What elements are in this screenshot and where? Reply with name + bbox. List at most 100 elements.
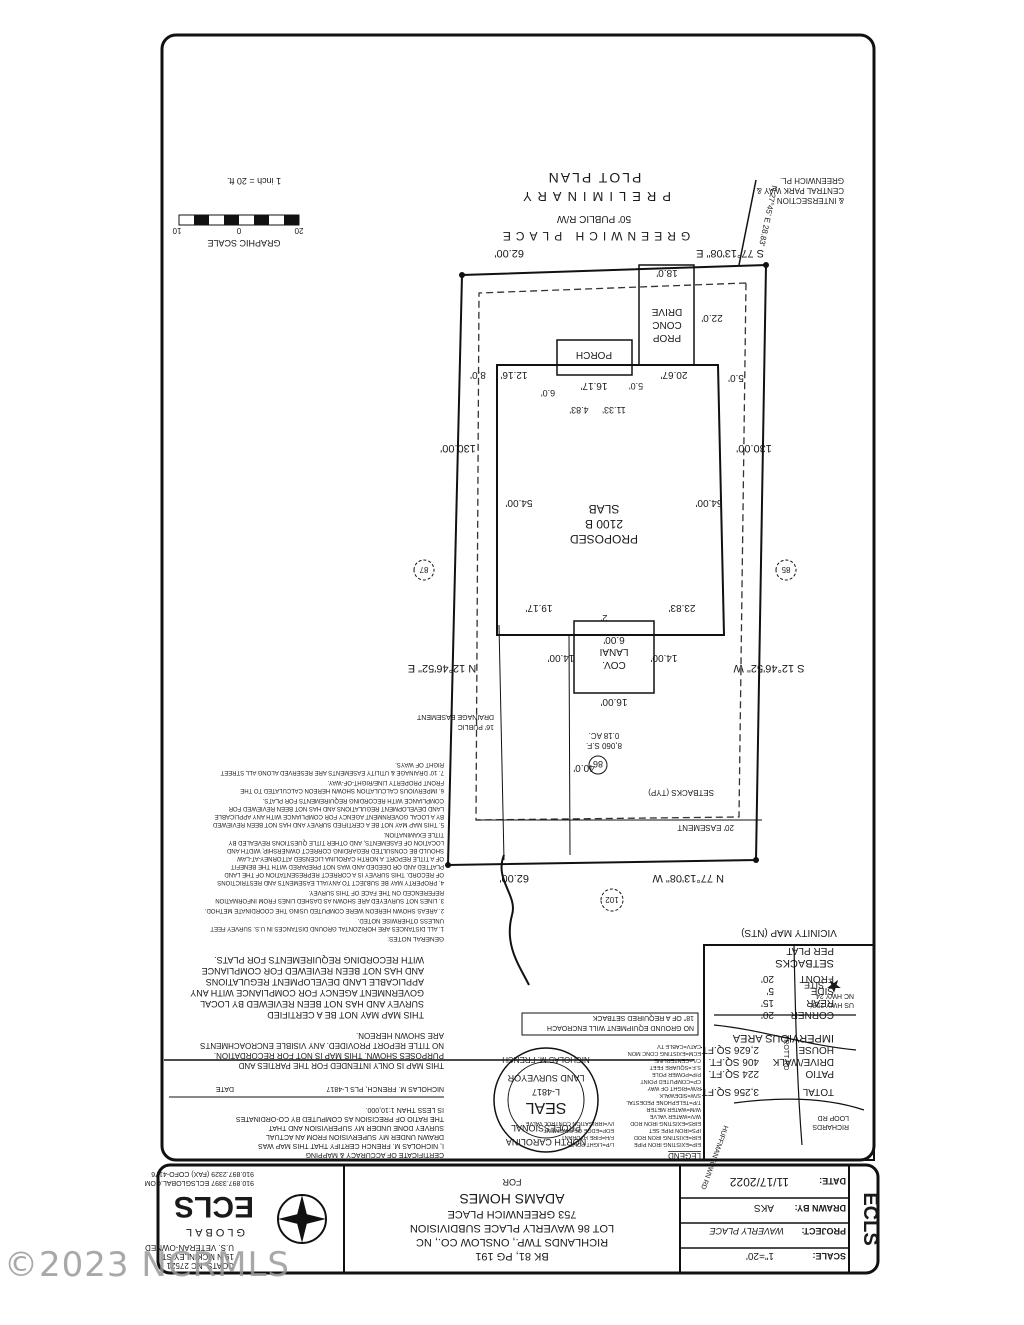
date-label: DATE: xyxy=(819,1176,846,1186)
scale-tick-b: 0 xyxy=(236,226,241,235)
disclaimer-2: PURPOSES SHOWN. THIS MAP IS NOT FOR RECO… xyxy=(214,1051,444,1060)
surveyor-signature-line: NICHOLAS M. FRENCH, PLS L-4817 xyxy=(326,1085,444,1092)
dim-5a: 5.0' xyxy=(728,372,744,383)
cert-title: CERTIFICATE OF ACCURACY & MAPPING xyxy=(306,1151,444,1158)
lot-number: 86 xyxy=(593,759,603,769)
seal-line-1: NORTH CAROLINA xyxy=(506,1137,586,1147)
disclaimer-3: NO TITLE REPORT PROVIDED. ANY VISIBLE EN… xyxy=(200,1041,444,1050)
cert-line-1: I, NICHOLAS M. FRENCH CERTIFY THAT THIS … xyxy=(258,1142,444,1149)
lot-description: LOT 86 WAVERLY PLACE SUBDIVISION xyxy=(410,1222,614,1234)
vicinity-road-5: LOOP RD xyxy=(818,1114,849,1121)
legend-item: CATV=CABLE TV xyxy=(657,1043,701,1049)
plan-title-2: PLOT PLAN xyxy=(547,170,642,186)
drainage-1: 16' PUBLIC xyxy=(458,723,494,730)
cert-line-2: DRAWN UNDER MY SUPERVISION FROM AN ACTUA… xyxy=(266,1133,444,1140)
seal-line-3: SEAL xyxy=(525,1099,566,1116)
legend-item: R/W=RIGHT OF WAY xyxy=(647,1085,701,1091)
dim-1133: 11.33' xyxy=(602,405,626,415)
legend-item: I/V=IRRIGATION CONTROL VALVE xyxy=(525,1120,614,1126)
setback-row-front: FRONT xyxy=(800,973,834,984)
legend-item: EOP=EDGE OF PAVEMENT xyxy=(543,1127,614,1133)
disclaimer-6: SURVEY AND HAS NOT BEEN REVIEWED BY LOCA… xyxy=(200,999,424,1009)
drive-label-2: CONC xyxy=(652,319,681,330)
for-label: FOR xyxy=(502,1177,521,1187)
dim-18: 18.0' xyxy=(656,267,677,278)
setbacks-typ: SETBACKS (TYP) xyxy=(648,788,714,797)
imp-patio: PATIO xyxy=(805,1068,834,1079)
seal-line-2: PROFESSIONAL xyxy=(511,1123,581,1133)
seal-line-4: L-4817 xyxy=(532,1087,560,1097)
dim-2383: 23.83' xyxy=(668,602,695,613)
house-label-3: SLAB xyxy=(589,502,620,516)
note-line: 5. THIS MAP MAY NOT BE A CERTIFIED SURVE… xyxy=(212,821,444,827)
mls-watermark: ©2023 NCRMLS xyxy=(4,1245,290,1285)
impervious-table: IMPERVIOUS AREA HOUSE 2,626 SQ.FT. DRIVE… xyxy=(700,1032,834,1097)
note-line: BY A LOCAL GOVERNMENT AGENCY FOR COMPLIA… xyxy=(215,813,444,819)
setback-val-side: 5' xyxy=(766,985,774,996)
graphic-scale-title: GRAPHIC SCALE xyxy=(207,238,280,248)
lot-plan: 86 85 87 102 8,060 S.F. 0.18 AC. PROPOSE… xyxy=(164,170,844,1061)
legend-item: W/M=WATER METER xyxy=(646,1106,701,1112)
intersection-2: CENTRAL PARK WAY & xyxy=(756,186,844,195)
surveyor-signature xyxy=(500,854,530,986)
easement-20: 20' EASEMENT xyxy=(677,823,734,832)
legend-item: F/H=FIRE HYDRANT xyxy=(561,1134,614,1140)
imp-drive: DRIVE/WALK xyxy=(772,1056,834,1067)
legend-item: S/W=SIDEWALK xyxy=(659,1092,701,1098)
setback-row-side: SIDE xyxy=(810,985,834,996)
house-label-1: PROPOSED xyxy=(570,532,638,546)
vicinity-road-4: RICHARDS xyxy=(812,1123,849,1130)
company-logo: ECLS GLOBAL xyxy=(174,1190,327,1244)
setback-note-1: NO GROUND EQUIPMENT WILL ENCROACH xyxy=(547,1024,694,1031)
driveway-outline xyxy=(638,264,695,366)
general-notes: GENERAL NOTES: 1. ALL DISTANCES ARE HORI… xyxy=(205,761,444,942)
scale-value: 1"=20' xyxy=(746,1250,774,1261)
company-sub: GLOBAL xyxy=(183,1226,245,1238)
dim-1216: 12.16' xyxy=(500,369,527,380)
surveyor-certificate: CERTIFICATE OF ACCURACY & MAPPING I, NIC… xyxy=(169,955,444,1158)
legend: LEGEND EIP=EXISTING IRON PIPE EIR=EXISTI… xyxy=(525,1043,701,1160)
plan-title-1: PRELIMINARY xyxy=(517,189,671,204)
cert-line-4: THE RATIO OF PRECISION AS COMPUTED BY CO… xyxy=(236,1115,444,1122)
house-footprint xyxy=(496,364,726,636)
vicinity-road-3: TROTT RD xyxy=(782,1035,789,1070)
legend-item: EIP=EXISTING IRON PIPE xyxy=(634,1141,701,1147)
dim-22: 22.0' xyxy=(701,312,722,323)
dim-6b: 6.00' xyxy=(603,634,624,645)
note-line: OF RECORD. THIS SURVEY IS A CORRECT REPR… xyxy=(224,871,444,877)
drive-label-1: PROP xyxy=(653,332,682,343)
drawn-value: AKS xyxy=(754,1202,774,1213)
house-depth-right: 54.00' xyxy=(505,497,532,508)
intersection-1: & INTERSECTION xyxy=(777,196,844,205)
imp-total-val: 3,256 SQ.FT. xyxy=(700,1086,759,1097)
legend-title: LEGEND xyxy=(668,1151,701,1160)
note-line: FRONT PROPERTY LINE/RIGHT-OF-WAY. xyxy=(327,779,444,785)
lanai-outline xyxy=(573,620,655,694)
vicinity-road-2: NC HWY 24 xyxy=(816,992,854,999)
disclaimer-10: WITH RECORDING REQUIREMENTS FOR PLATS. xyxy=(214,955,424,965)
note-line: REFERENCED ON THE FACE OF THIS SURVEY. xyxy=(308,889,444,895)
imp-house-val: 2,626 SQ.FT. xyxy=(700,1044,759,1055)
legend-item: C/L=CENTERLINE xyxy=(654,1057,701,1063)
note-line: 1. ALL DISTANCES ARE HORIZONTAL GROUND D… xyxy=(210,925,444,931)
dim-40: 40.0' xyxy=(573,762,594,773)
company-line-2: 19 N MCKINLEY ST xyxy=(162,1252,234,1261)
porch-outline xyxy=(556,339,633,376)
house-depth-left: 54.00' xyxy=(695,497,722,508)
site-address: 753 GREENWICH PLACE xyxy=(448,1208,577,1220)
legend-item: L/P=LIGHT POLE xyxy=(570,1141,614,1147)
drawn-label: DRAWN BY: xyxy=(795,1203,846,1213)
drainage-2: DRAINAGE EASEMENT xyxy=(416,713,494,720)
setback-dim-line xyxy=(568,634,571,856)
legend-item: W/V=WATER VALVE xyxy=(649,1113,701,1119)
bearing-left: S 12°46'52" W xyxy=(733,662,805,674)
surveyor-date-label: DATE xyxy=(216,1085,234,1092)
setback-row-rear: REAR xyxy=(806,997,834,1008)
surveyor-seal: NORTH CAROLINA PROFESSIONAL SEAL L-4817 … xyxy=(493,854,599,1153)
bearing-top: S 77°13'08" E xyxy=(696,247,764,259)
house-label-2: 2100 B xyxy=(585,517,623,531)
lanai-label-2: LANAI xyxy=(600,646,629,657)
note-line: 4. PROPERTY MAY BE SUBJECT TO ANY/ALL EA… xyxy=(217,879,444,885)
